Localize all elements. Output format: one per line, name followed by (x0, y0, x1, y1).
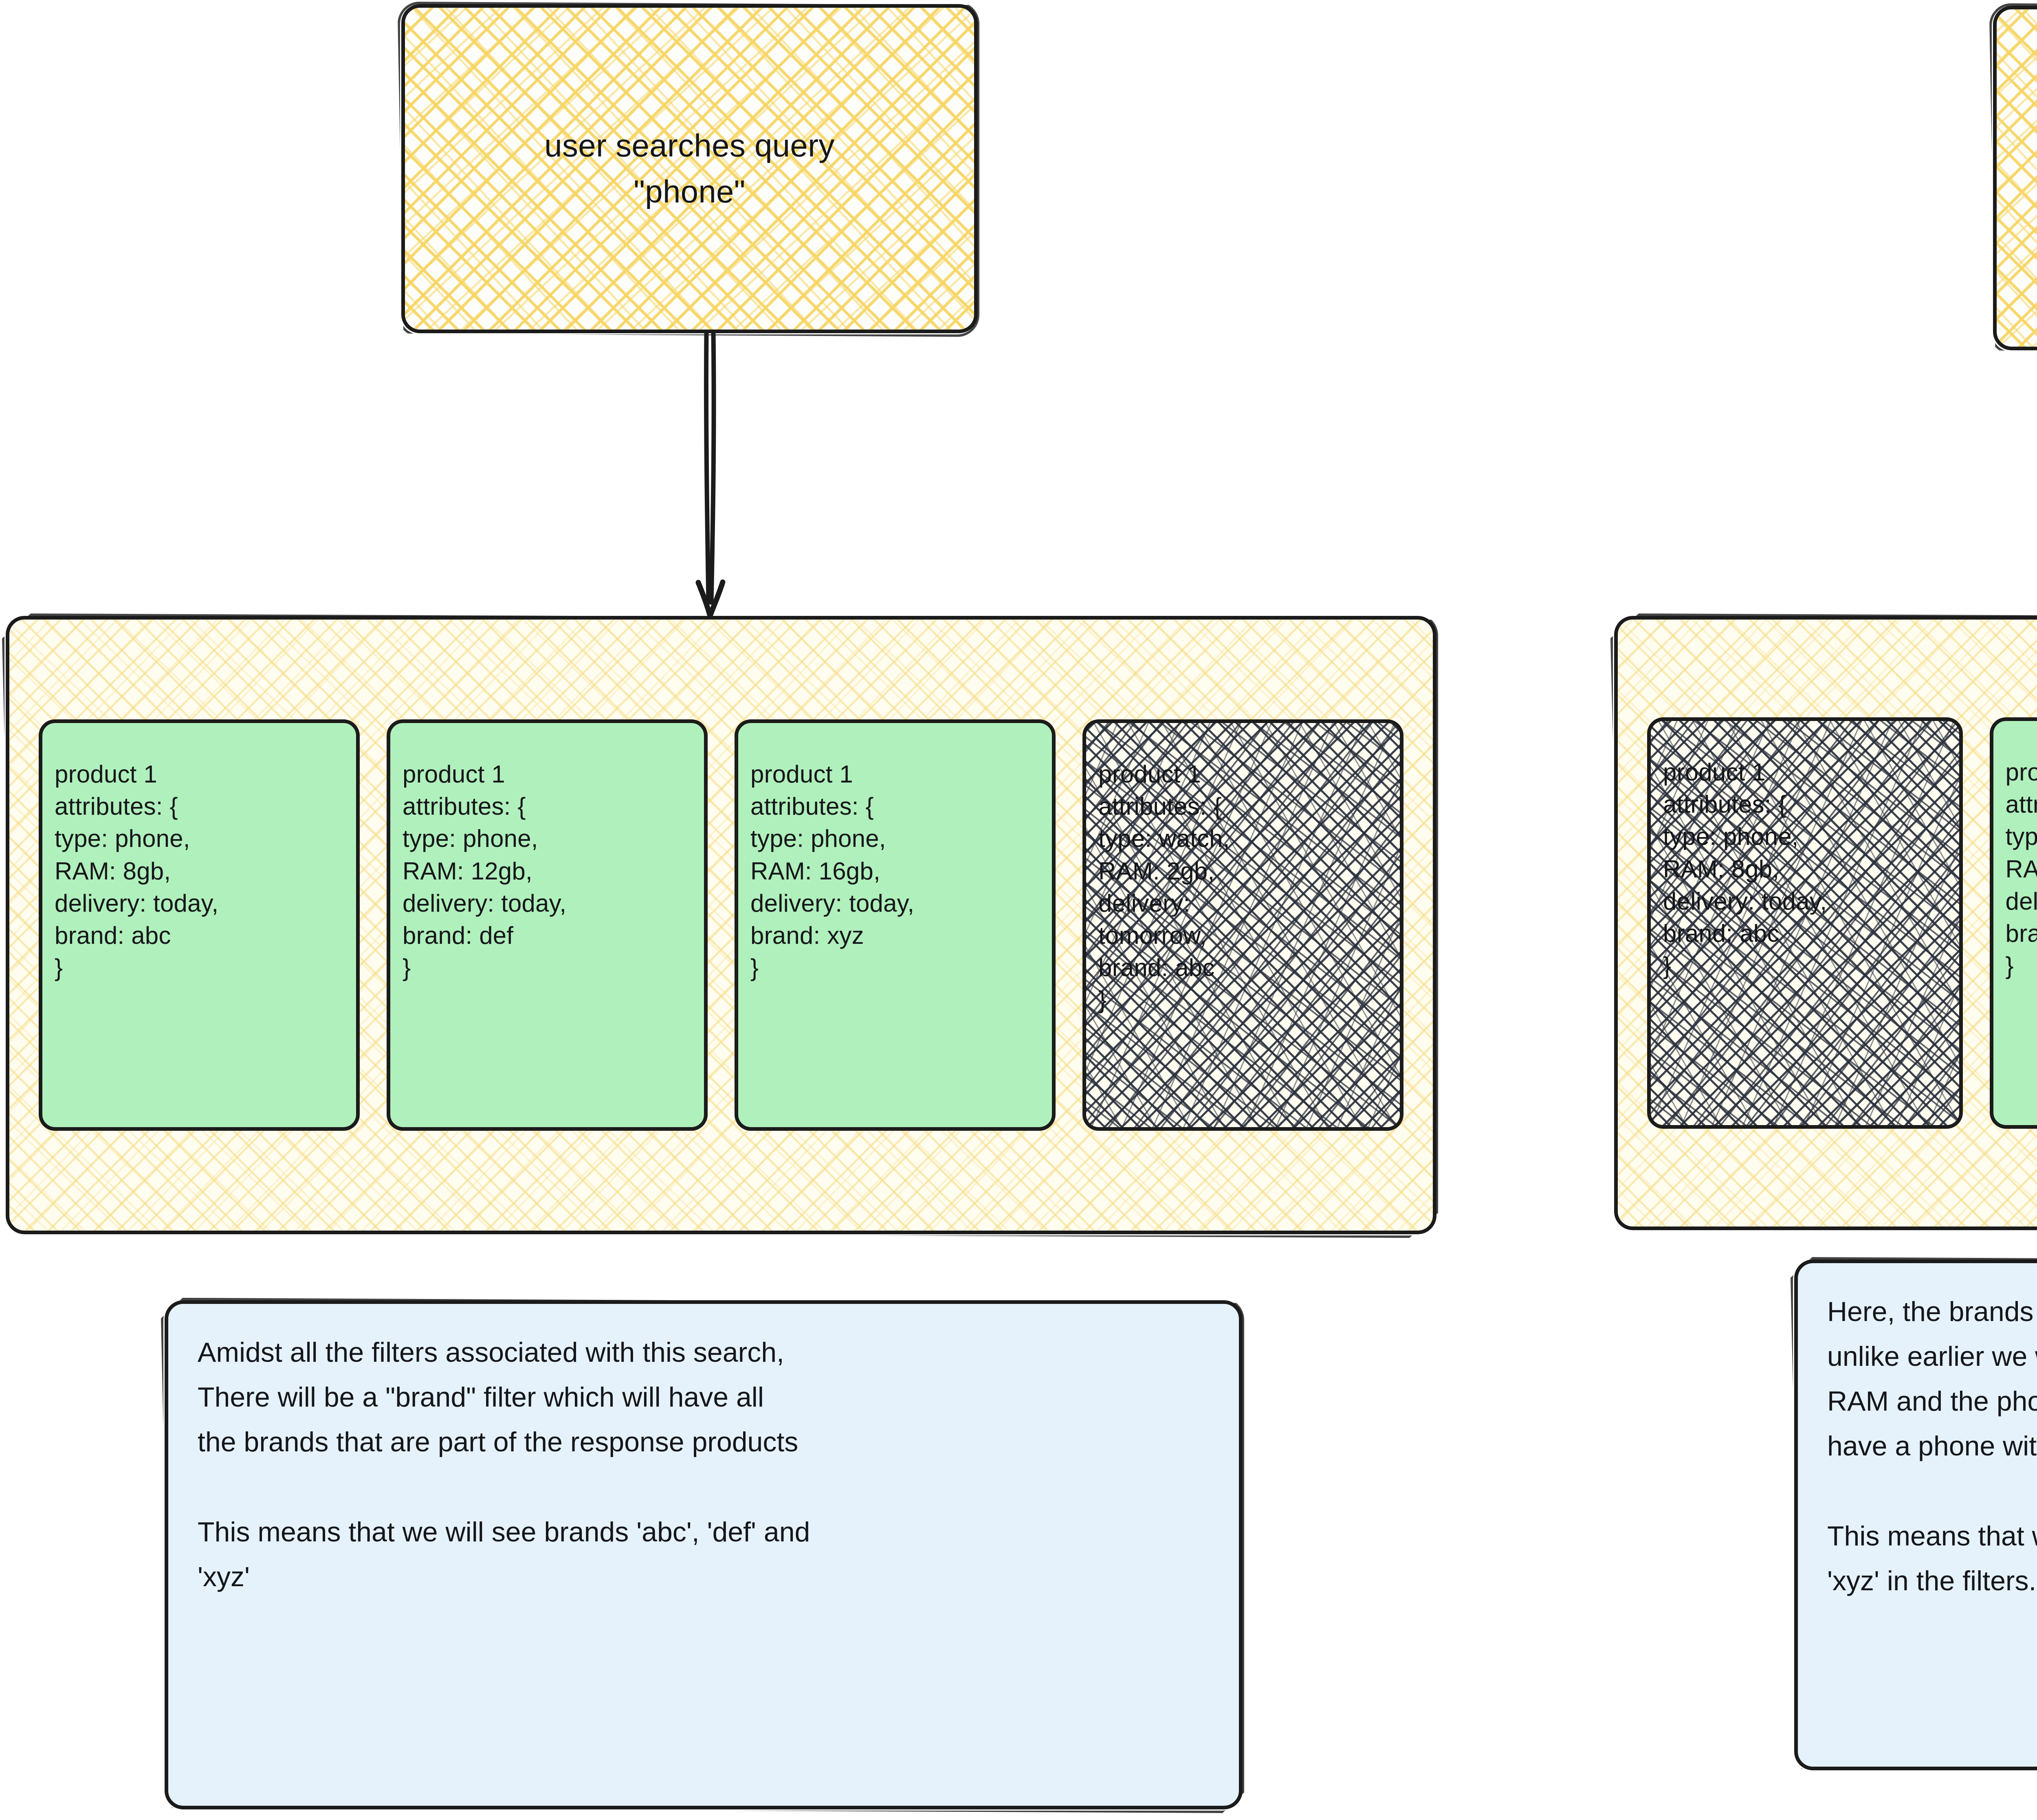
product-card-excluded[interactable]: product 1 attributes: { type: watch, RAM… (1082, 719, 1403, 1131)
explanation-note-left-text: Amidst all the filters associated with t… (198, 1337, 810, 1592)
product-card[interactable]: product 1 attributes: { type: phone, RAM… (735, 719, 1056, 1131)
query-node-left-label: user searches query "phone" (544, 127, 835, 209)
results-container-right: product 1 attributes: { type: phone, RAM… (1614, 616, 2037, 1230)
product-card[interactable]: product 1 attributes: { type: phone, RAM… (1989, 717, 2037, 1129)
query-node-left[interactable]: user searches query "phone" (401, 4, 978, 333)
product-card[interactable]: product 1 attributes: { type: phone, RAM… (387, 719, 708, 1131)
product-card-text: product 1 attributes: { type: watch, RAM… (1098, 761, 1230, 1014)
product-card-text: product 1 attributes: { type: phone, RAM… (1663, 758, 1827, 980)
explanation-note-right: Here, the brands filter will be updated … (1794, 1259, 2037, 1770)
product-card-text: product 1 attributes: { type: phone, RAM… (55, 761, 219, 982)
query-node-right[interactable]: user searches query "phone" with at leas… (1993, 6, 2037, 350)
product-card-excluded[interactable]: product 1 attributes: { type: phone, RAM… (1647, 717, 1963, 1129)
product-card[interactable]: product 1 attributes: { type: phone, RAM… (39, 719, 360, 1131)
product-card-text: product 1 attributes: { type: phone, RAM… (403, 761, 567, 982)
product-card-text: product 1 attributes: { type: phone, RAM… (750, 761, 915, 982)
results-container-left: product 1 attributes: { type: phone, RAM… (6, 616, 1436, 1234)
explanation-note-left: Amidst all the filters associated with t… (165, 1300, 1243, 1809)
explanation-note-right-text: Here, the brands filter will be updated … (1827, 1296, 2037, 1596)
arrow-down-left (695, 330, 726, 618)
product-card-text: product 1 attributes: { type: phone, RAM… (2005, 758, 2037, 980)
